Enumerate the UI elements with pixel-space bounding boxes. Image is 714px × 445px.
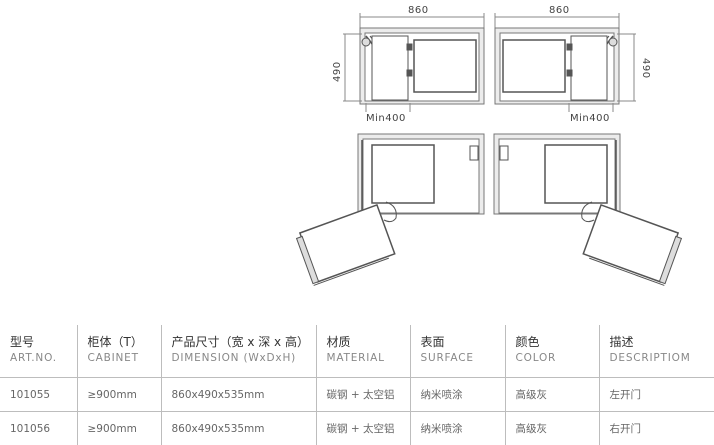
width-dimension-right: 860 bbox=[549, 5, 570, 16]
header-dimension: 产品尺寸（宽 x 深 x 高）DIMENSION (WxDxH) bbox=[161, 325, 316, 378]
plan-view-right-closed bbox=[495, 13, 636, 112]
header-cabinet: 柜体（T）CABINET bbox=[77, 325, 161, 378]
cell-cabinet: ≥900mm bbox=[77, 378, 161, 412]
cell-dimension: 860x490x535mm bbox=[161, 378, 316, 412]
min-dimension-left: Min400 bbox=[366, 113, 406, 124]
cell-color: 高级灰 bbox=[505, 412, 599, 445]
cell-description: 左开门 bbox=[599, 378, 714, 412]
depth-dimension-left: 490 bbox=[332, 61, 343, 82]
technical-drawings: 860 490 Min400 860 490 Min400 bbox=[0, 0, 714, 300]
width-dimension-left: 860 bbox=[408, 5, 429, 16]
plan-view-left-open bbox=[295, 134, 484, 285]
cell-surface: 纳米喷涂 bbox=[410, 378, 505, 412]
cell-cabinet: ≥900mm bbox=[77, 412, 161, 445]
min-dimension-right: Min400 bbox=[570, 113, 610, 124]
cell-dimension: 860x490x535mm bbox=[161, 412, 316, 445]
table-row: 101056 ≥900mm 860x490x535mm 碳钢 + 太空铝 纳米喷… bbox=[0, 412, 714, 445]
cell-art-no: 101055 bbox=[0, 378, 77, 412]
table-row: 101055 ≥900mm 860x490x535mm 碳钢 + 太空铝 纳米喷… bbox=[0, 378, 714, 412]
depth-dimension-right: 490 bbox=[640, 58, 651, 79]
cell-art-no: 101056 bbox=[0, 412, 77, 445]
cell-material: 碳钢 + 太空铝 bbox=[316, 378, 410, 412]
plan-view-right-open bbox=[494, 134, 683, 285]
cell-surface: 纳米喷涂 bbox=[410, 412, 505, 445]
cell-color: 高级灰 bbox=[505, 378, 599, 412]
cell-material: 碳钢 + 太空铝 bbox=[316, 412, 410, 445]
plan-view-left-closed bbox=[343, 13, 484, 112]
cell-description: 右开门 bbox=[599, 412, 714, 445]
